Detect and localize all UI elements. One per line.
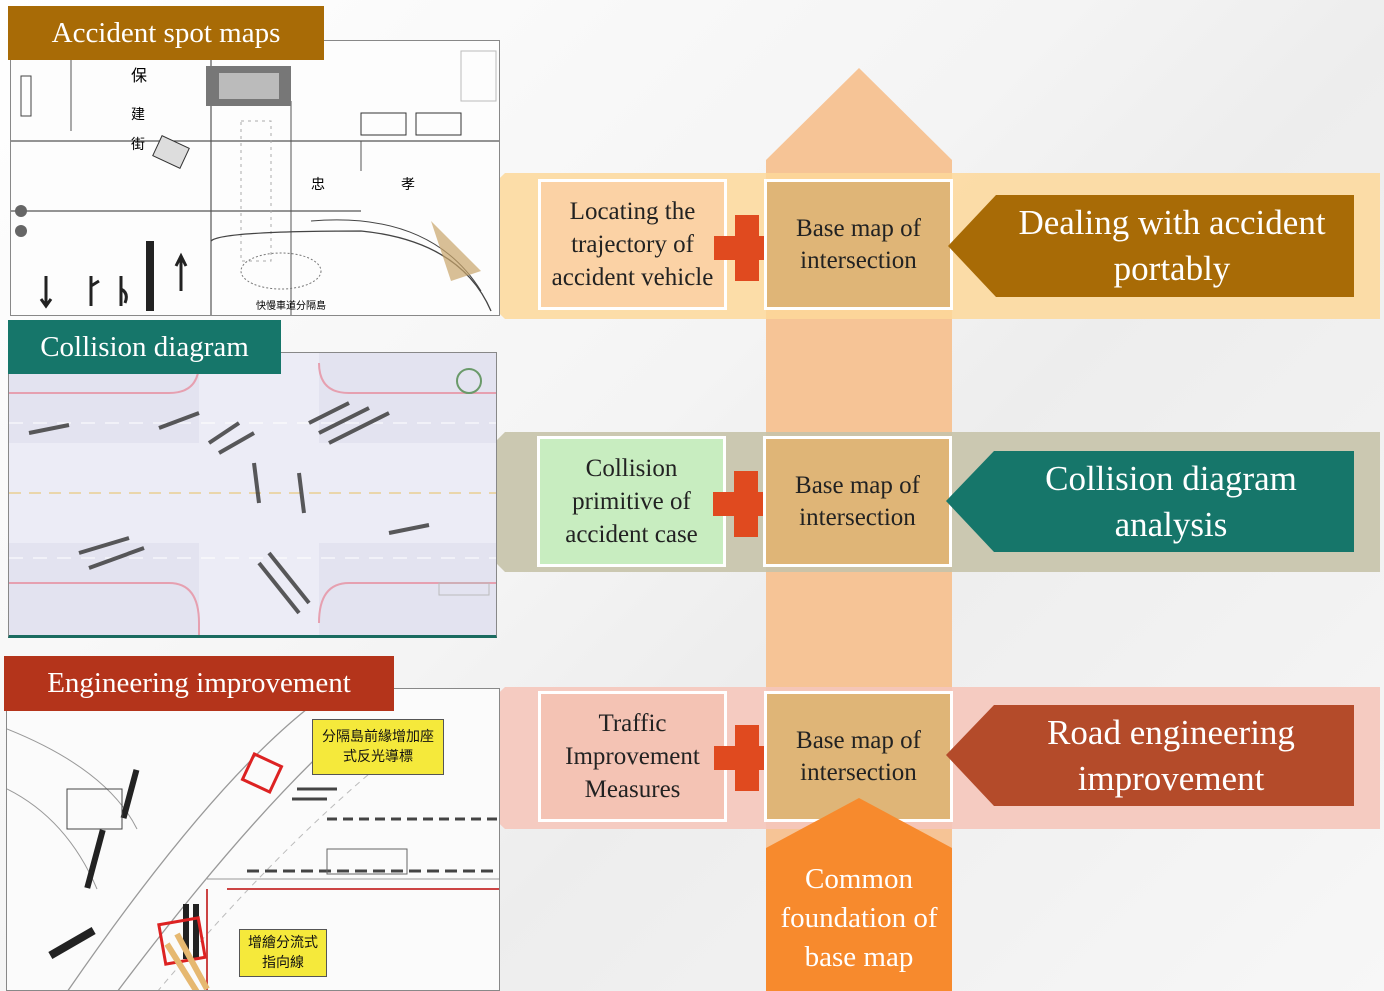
row-2-result-arrow: Collision diagram analysis [946,451,1354,552]
engineering-map-image: 分隔島前緣增加座式反光導標 增繪分流式指向線 [6,688,500,991]
row-2-base-box: Base map of intersection [763,436,952,567]
row-3-result-label: Road engineering improvement [1047,712,1295,798]
row-2-item-box: Collision primitive of accident case [537,436,726,567]
map-label-divider: 快慢車道分隔島 [256,299,326,312]
row-3-item-box: Traffic Improvement Measures [538,691,727,822]
common-foundation-label: Common foundation of base map [780,862,938,973]
row-2-result-label: Collision diagram analysis [1045,458,1297,544]
map-label-jie: 街 [131,137,145,153]
row-1-base-box: Base map of intersection [764,179,953,310]
common-foundation-arrow: Common foundation of base map [766,798,952,991]
row-1-item-box: Locating the trajectory of accident vehi… [538,179,727,310]
row-2-plus-icon [713,471,779,537]
tab-collision-diagram: Collision diagram [8,320,281,374]
map-label-jian: 建 [131,107,145,123]
accident-spot-map-image: 保 建 街 忠 孝 快慢車道分隔島 [10,40,500,316]
callout-divider-island: 分隔島前緣增加座式反光導標 [312,719,444,775]
row-3-result-arrow: Road engineering improvement [946,705,1354,806]
collision-diagram-image [8,352,497,638]
callout-diverge-line: 增繪分流式指向線 [239,929,327,977]
map-label-bao: 保 [131,66,147,85]
tab-accident-spot-maps: Accident spot maps [8,6,324,60]
tab-engineering-improvement: Engineering improvement [4,656,394,711]
row-1-result-label: Dealing with accident portably [1018,203,1326,288]
row-1-result-arrow: Dealing with accident portably [948,195,1354,297]
map-label-zhong: 忠 [311,177,325,193]
map-label-xiao: 孝 [401,177,415,193]
